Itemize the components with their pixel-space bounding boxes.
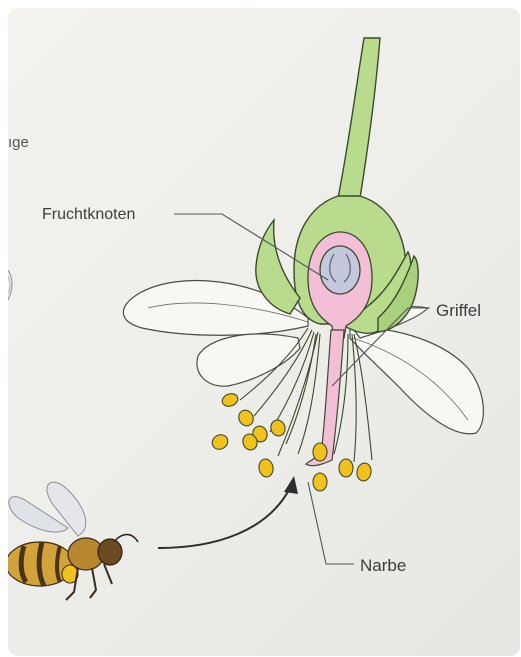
label-griffel: Griffel: [436, 301, 481, 321]
flower-diagram: [8, 8, 520, 656]
cutoff-text: ıge: [8, 134, 29, 151]
stem: [338, 38, 380, 198]
leader-narbe: [308, 482, 354, 564]
photo-frame: ıge Fruchtknoten Griffel Narbe: [8, 8, 520, 656]
label-fruchtknoten: Fruchtknoten: [42, 206, 135, 224]
label-narbe: Narbe: [360, 556, 406, 576]
bee-illustration: [8, 482, 138, 600]
anthers: [210, 392, 373, 491]
petal-right: [350, 328, 483, 434]
curved-arrow-icon: [158, 476, 298, 548]
ovule: [320, 246, 360, 294]
petal-left-lower: [197, 334, 300, 386]
